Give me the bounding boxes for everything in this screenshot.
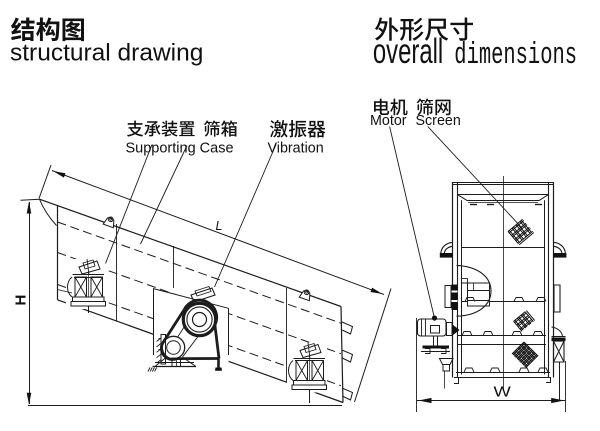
svg-text:overall: overall: [373, 32, 443, 71]
svg-text:structural drawing: structural drawing: [10, 40, 203, 67]
svg-text:Motor: Motor: [370, 113, 407, 129]
svg-text:Supporting Case: Supporting Case: [126, 141, 234, 157]
svg-text:Vibration: Vibration: [268, 141, 324, 157]
svg-text:dimensions: dimensions: [454, 37, 577, 72]
svg-text:W: W: [494, 383, 511, 400]
svg-text:L: L: [216, 219, 223, 233]
svg-text:Screen: Screen: [416, 113, 461, 129]
svg-text:H: H: [12, 295, 29, 306]
